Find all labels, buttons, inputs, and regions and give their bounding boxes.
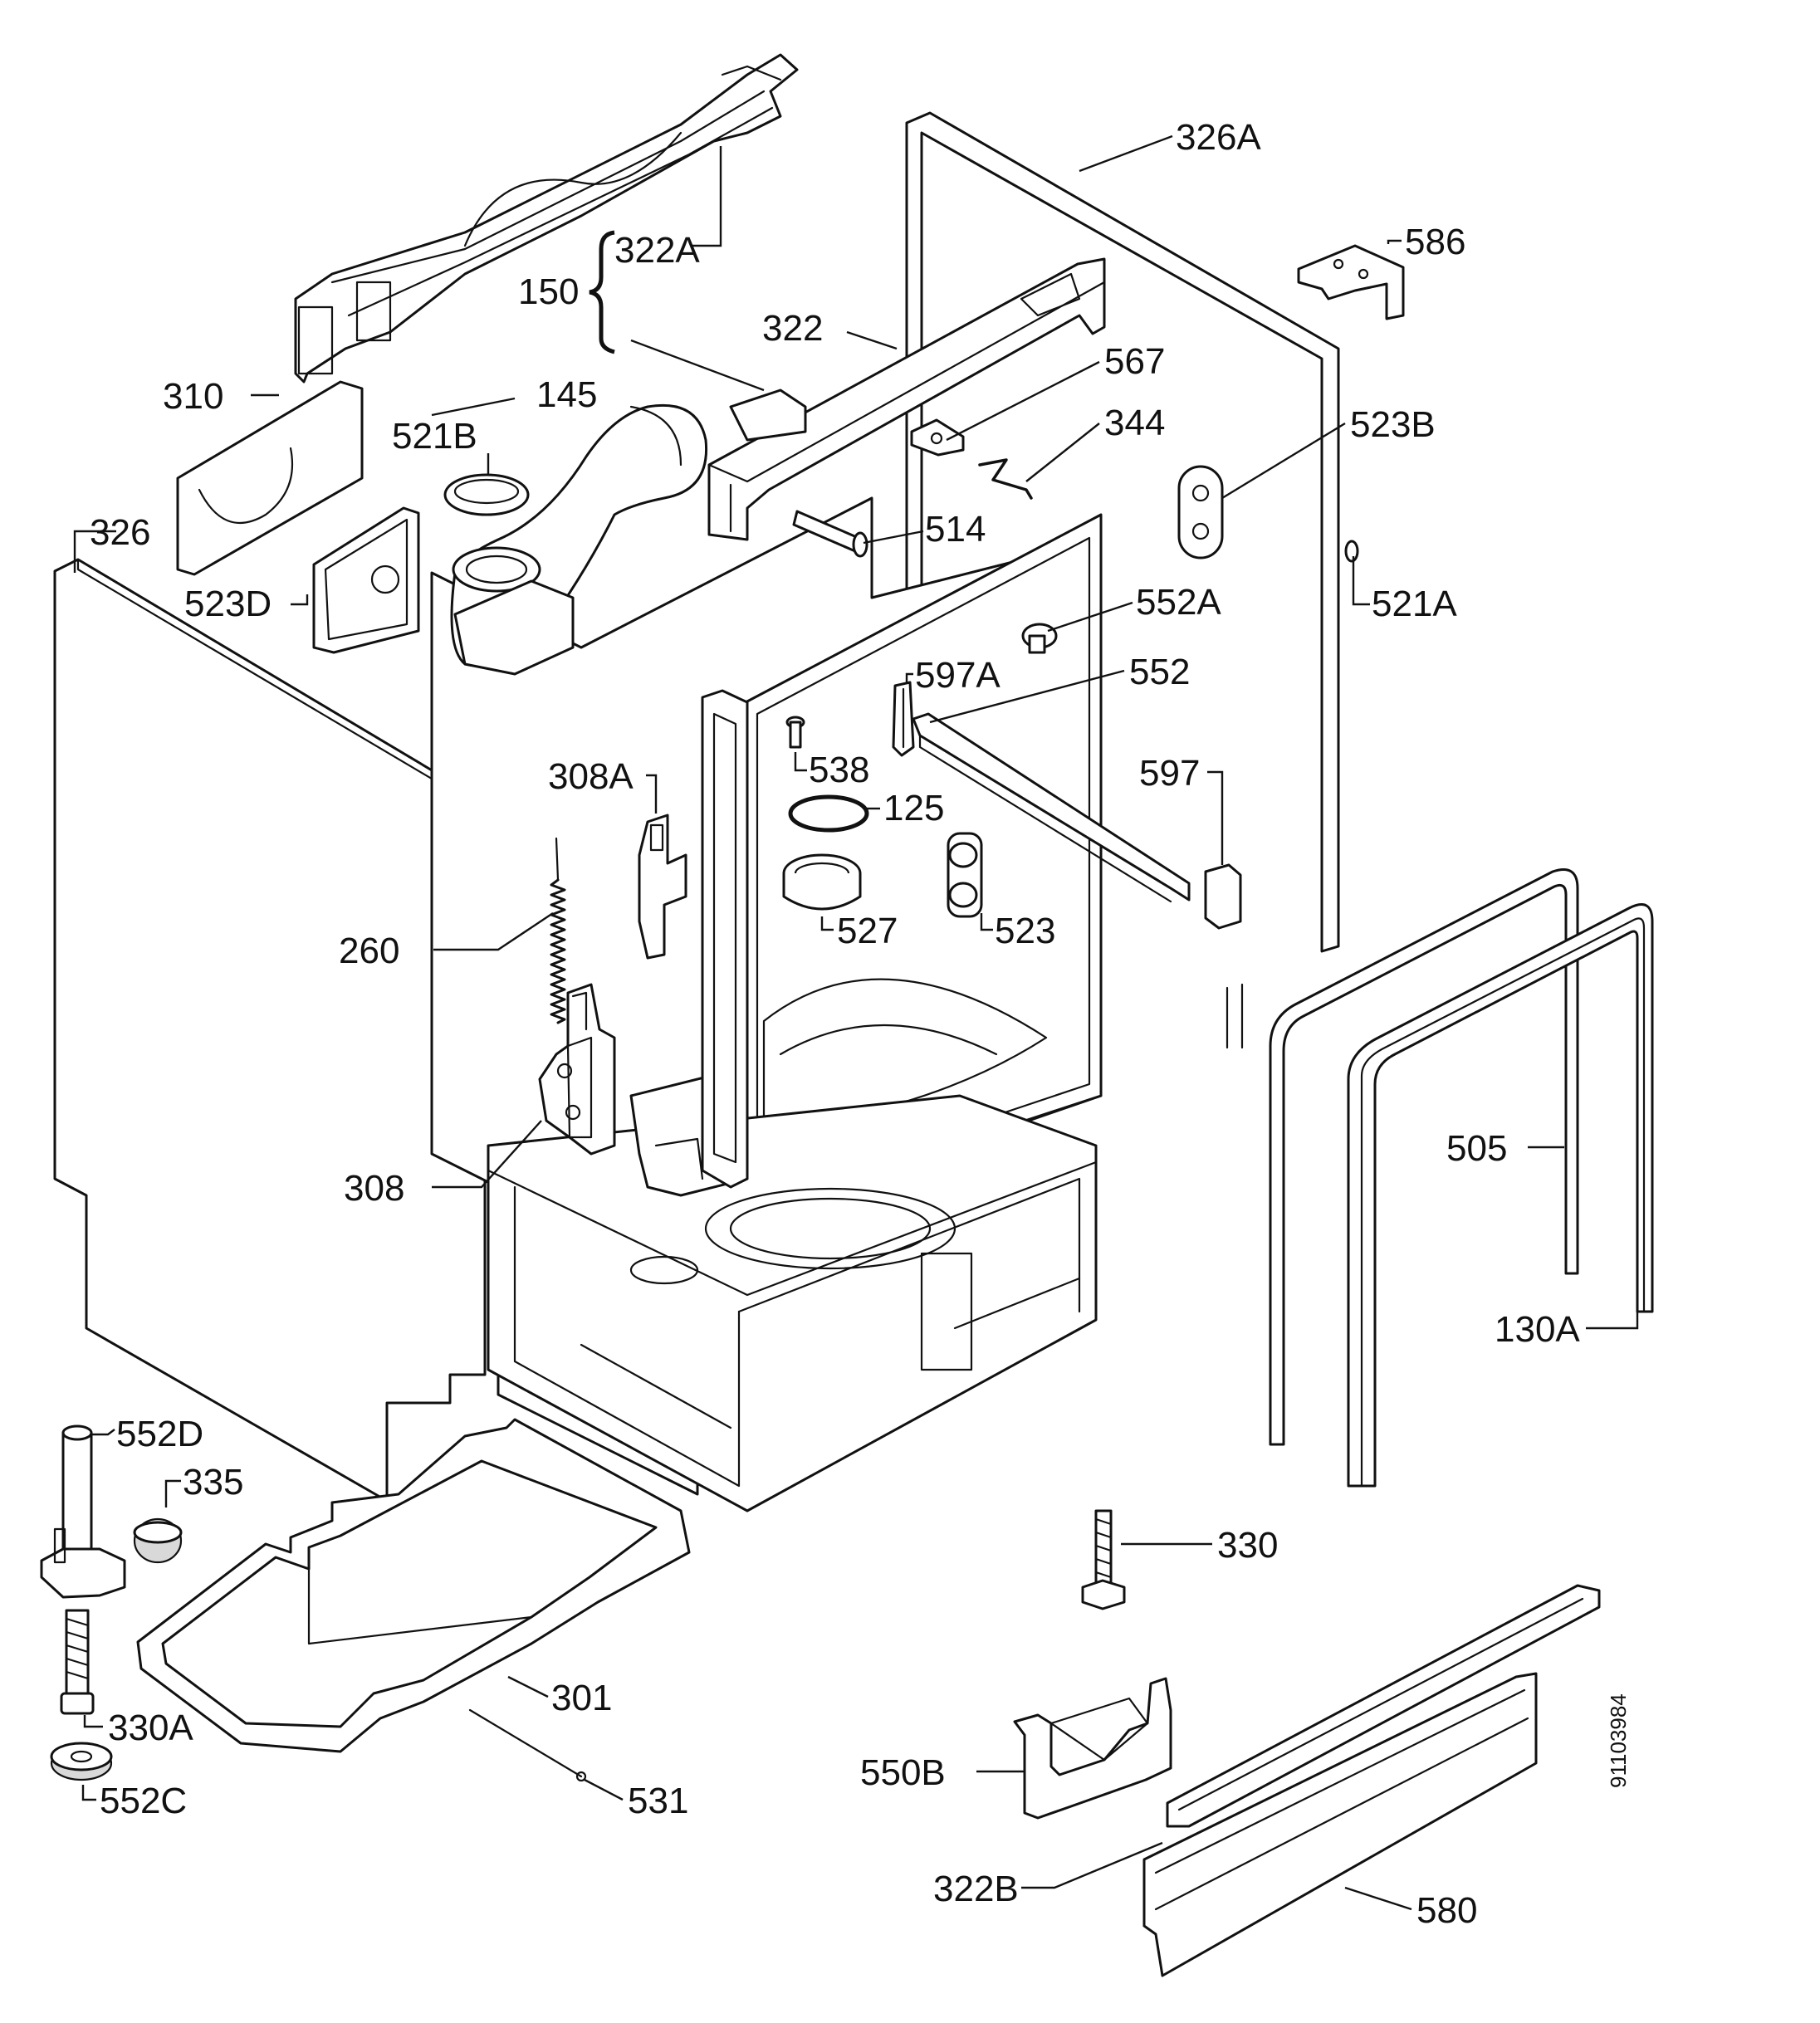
label-586: 586 — [1405, 222, 1465, 262]
label-330: 330 — [1217, 1525, 1278, 1566]
foot-552c — [50, 1742, 113, 1781]
side-panel-326 — [53, 558, 487, 1503]
label-550b: 550B — [860, 1752, 946, 1793]
clip-597 — [1204, 863, 1242, 930]
part-labels: 326A 586 322A 150 322 567 344 523B 310 1… — [90, 117, 1631, 1931]
corner-connector — [729, 388, 807, 442]
base-frame-301 — [136, 1418, 691, 1753]
label-538: 538 — [809, 750, 869, 790]
label-310: 310 — [163, 376, 223, 417]
label-326: 326 — [90, 512, 150, 553]
kickplate-580 — [1142, 1672, 1538, 1977]
label-344: 344 — [1104, 403, 1165, 443]
label-322: 322 — [762, 308, 823, 349]
wire-531 — [468, 1708, 587, 1782]
door-seal-505 — [1269, 868, 1579, 1446]
hinge-bracket-308a — [638, 814, 687, 960]
screw-538 — [785, 716, 805, 749]
label-552c: 552C — [100, 1781, 187, 1821]
label-145: 145 — [536, 374, 597, 415]
label-308a: 308A — [548, 756, 634, 797]
spring-260 — [550, 837, 566, 1024]
plug-521b — [443, 473, 530, 516]
leader-lines — [73, 134, 1639, 1911]
label-330a: 330A — [108, 1708, 193, 1748]
label-597a: 597A — [915, 655, 1001, 696]
rail-552 — [912, 712, 1191, 903]
spring-344 — [978, 458, 1033, 500]
label-326a: 326A — [1176, 117, 1261, 158]
label-150: 150 — [518, 271, 579, 312]
label-552: 552 — [1129, 652, 1190, 692]
nut-527 — [782, 853, 862, 911]
cover-523d — [312, 506, 420, 654]
label-597: 597 — [1139, 753, 1200, 794]
label-527: 527 — [837, 911, 898, 951]
leg-552d — [40, 1424, 126, 1599]
label-514: 514 — [925, 509, 986, 550]
top-bar-322 — [707, 257, 1106, 541]
rail-322b — [1166, 1584, 1601, 1828]
label-552d: 552D — [116, 1414, 203, 1454]
label-523d: 523D — [184, 584, 272, 624]
screw-330a — [60, 1609, 95, 1715]
document-number: 91103984 — [1606, 1693, 1631, 1788]
label-521a: 521A — [1372, 584, 1457, 624]
grommet-523 — [947, 832, 983, 918]
label-322b: 322B — [933, 1869, 1019, 1909]
door-frame-left — [701, 689, 749, 1189]
label-552a: 552A — [1136, 582, 1221, 623]
label-523: 523 — [995, 911, 1055, 951]
gasket-130a — [1347, 903, 1654, 1488]
o-ring-521a — [1344, 540, 1359, 563]
label-523b: 523B — [1350, 404, 1436, 445]
label-130a: 130A — [1495, 1309, 1580, 1350]
label-260: 260 — [339, 931, 399, 971]
top-duct-322a — [294, 53, 799, 384]
label-301: 301 — [551, 1678, 612, 1718]
label-567: 567 — [1104, 341, 1165, 382]
brace-150 — [589, 230, 615, 354]
label-308: 308 — [344, 1168, 404, 1209]
hose-145 — [450, 403, 708, 676]
grommet-523b — [1177, 465, 1224, 560]
adjuster-330 — [1081, 1509, 1126, 1610]
label-521b: 521B — [392, 416, 477, 457]
clip-567 — [910, 418, 965, 457]
label-335: 335 — [183, 1462, 243, 1503]
bracket-550b — [1013, 1677, 1172, 1820]
label-125: 125 — [883, 788, 944, 828]
pin-514 — [792, 510, 868, 558]
bracket-586 — [1297, 244, 1405, 320]
cap-310 — [176, 380, 364, 576]
gear-335 — [133, 1517, 183, 1564]
clip-597a — [892, 681, 915, 757]
label-322a: 322A — [614, 230, 700, 271]
hinge-308 — [538, 983, 616, 1156]
label-531: 531 — [628, 1781, 688, 1821]
label-580: 580 — [1416, 1890, 1477, 1931]
o-ring-125 — [788, 794, 869, 833]
label-505: 505 — [1446, 1128, 1507, 1169]
